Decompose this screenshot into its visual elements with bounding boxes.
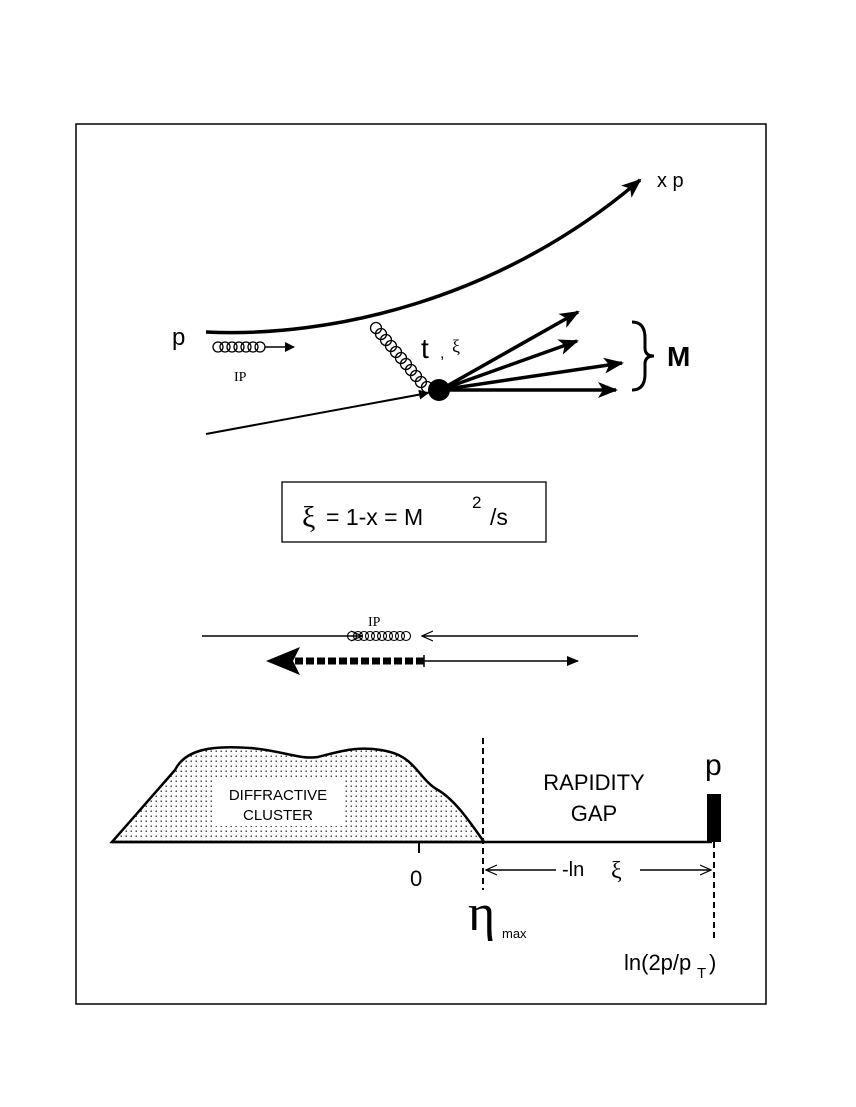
rapidity-gap-line1: RAPIDITY <box>543 770 645 795</box>
formula-box: ξ = 1-x = M 2 /s <box>281 481 547 543</box>
mass-label: M <box>667 341 690 372</box>
interaction-vertex <box>428 379 450 401</box>
rapidity-plot: DIFFRACTIVE CLUSTER 0 η max RAPIDITY GAP… <box>109 738 722 982</box>
mass-brace <box>631 320 655 392</box>
xi-vertex-label: ξ <box>452 336 460 356</box>
formula-rest: /s <box>490 504 508 530</box>
gap-minus-ln: -ln <box>562 859 584 881</box>
pomeron-label-top: IP <box>234 370 247 385</box>
outgoing-proton-track <box>205 178 642 335</box>
pomeron-coil-mid <box>346 630 412 642</box>
ln2p-close: ) <box>709 950 716 975</box>
proton-bar <box>707 794 721 842</box>
outer-frame <box>75 123 767 1005</box>
t-label: t <box>421 333 429 364</box>
formula-eq: = 1-x = M <box>326 504 423 530</box>
cluster-label-line1: DIFFRACTIVE <box>229 787 327 804</box>
zero-label: 0 <box>410 866 422 891</box>
comma-label: , <box>440 345 444 362</box>
outgoing-jets <box>439 310 624 398</box>
collision-sketch: IP <box>202 615 638 675</box>
cluster-label-line2: CLUSTER <box>243 807 313 824</box>
gluon-coil <box>369 321 434 394</box>
proton-label-right: p <box>705 749 722 782</box>
incoming-proton-label: p <box>172 324 185 351</box>
incoming-track-lower <box>205 389 429 435</box>
pomeron-coil-left <box>212 341 295 353</box>
eta-max-subscript: max <box>502 926 527 941</box>
formula-sup: 2 <box>472 493 481 512</box>
eta-max-symbol: η <box>468 885 495 942</box>
ln2p-subscript: T <box>697 965 706 982</box>
formula-xi: ξ <box>302 501 315 534</box>
scattering-diagram: x p p IP t <box>172 170 690 435</box>
pomeron-label-mid: IP <box>368 615 381 630</box>
ln2p-label: ln(2p/p <box>624 950 691 975</box>
rapidity-gap-line2: GAP <box>571 801 617 826</box>
gap-xi: ξ <box>611 858 622 884</box>
dashed-arrow-left-head <box>266 647 300 675</box>
outgoing-proton-label: x p <box>657 170 684 192</box>
